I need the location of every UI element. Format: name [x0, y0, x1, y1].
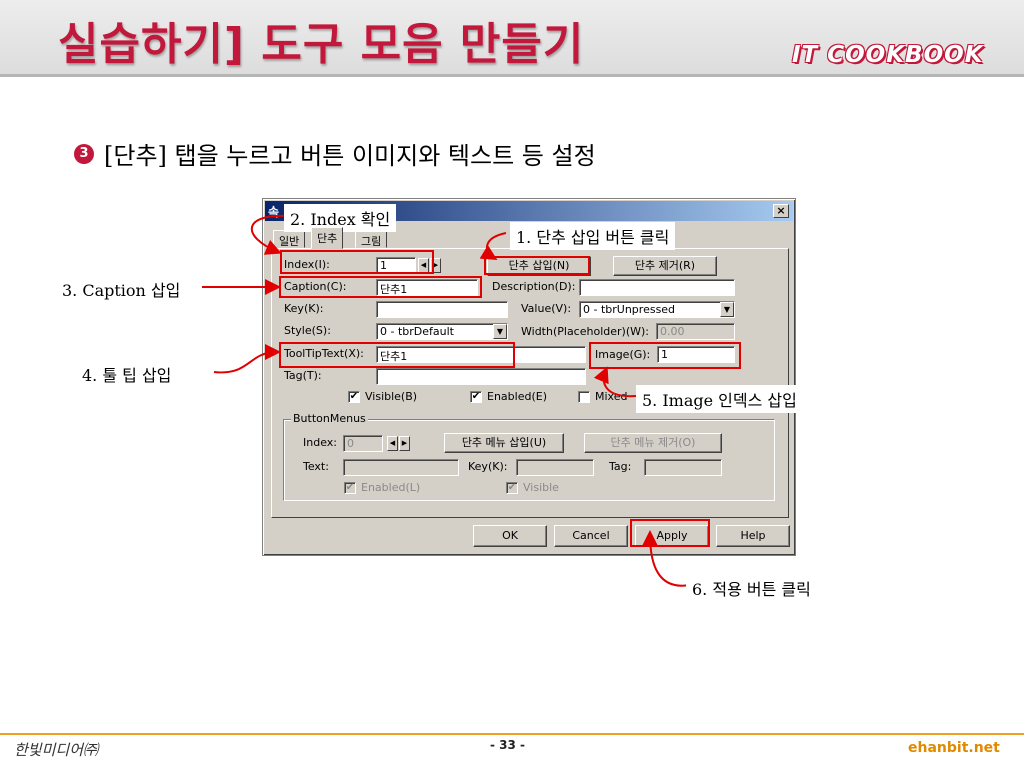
chevron-down-icon[interactable]: ▼ [720, 302, 734, 317]
tab-buttons[interactable]: 단추 [311, 227, 344, 249]
enabled-label: Enabled(E) [487, 390, 547, 403]
menu-enabled-checkbox: ✔ [344, 482, 356, 494]
bullet-text: [단추] 탭을 누르고 버튼 이미지와 텍스트 등 설정 [104, 142, 596, 170]
index-label: Index(I): [284, 258, 330, 271]
caption-label: Caption(C): [284, 280, 347, 293]
menu-spin-right-icon[interactable]: ▶ [399, 436, 410, 451]
highlight-apply-button [630, 519, 710, 547]
remove-button[interactable]: 단추 제거(R) [613, 256, 717, 276]
callout-step1: 1. 단추 삽입 버튼 클릭 [510, 222, 676, 250]
width-field: 0.00 [656, 323, 735, 340]
chevron-down-icon[interactable]: ▼ [493, 324, 507, 339]
button-menus-title: ButtonMenus [291, 412, 368, 425]
slide-title: 실습하기] 도구 모음 만들기 [58, 19, 585, 70]
tag-label: Tag(T): [284, 369, 322, 382]
arrow-step1 [479, 232, 507, 261]
publisher-name: 한빛미디어㈜ [14, 741, 99, 759]
value-select[interactable]: 0 - tbrUnpressed ▼ [579, 301, 735, 318]
menu-visible-label: Visible [523, 481, 559, 494]
mixed-label: Mixed [595, 390, 628, 403]
bullet-line: 3 [단추] 탭을 누르고 버튼 이미지와 텍스트 등 설정 [74, 136, 596, 171]
highlight-image [589, 342, 741, 369]
menu-key-label: Key(K): [468, 460, 508, 473]
tooltip-label: ToolTipText(X): [284, 347, 364, 360]
image-label: Image(G): [595, 348, 651, 361]
style-select-text: 0 - tbrDefault [380, 325, 454, 338]
arrow-step2 [250, 214, 287, 255]
tag-field[interactable] [376, 368, 586, 385]
menu-tag-field [644, 459, 722, 476]
property-pages-dialog: 속 × 일반 단추 그림 Index(I): 1 ◀ ▶ 단추 삽입(N) 단추… [262, 198, 796, 556]
help-button[interactable]: Help [716, 525, 790, 547]
spin-right-icon[interactable]: ▶ [430, 258, 441, 273]
menu-index-label: Index: [303, 436, 337, 449]
caption-field[interactable]: 단추1 [376, 279, 478, 296]
key-field[interactable] [376, 301, 508, 318]
menu-spin-left-icon[interactable]: ◀ [387, 436, 398, 451]
callout-step3: 3. Caption 삽입 [56, 275, 187, 303]
insert-menu-button[interactable]: 단추 메뉴 삽입(U) [444, 433, 564, 453]
menu-text-field [343, 459, 459, 476]
brand-logo: IT COOKBOOK [792, 42, 984, 68]
arrow-step6 [642, 530, 691, 587]
ok-button[interactable]: OK [473, 525, 547, 547]
remove-menu-button: 단추 메뉴 제거(O) [584, 433, 722, 453]
slide-header [0, 0, 1024, 76]
description-field[interactable] [579, 279, 735, 296]
menu-tag-label: Tag: [609, 460, 632, 473]
arrow-step4 [213, 344, 281, 374]
menu-visible-checkbox: ✔ [506, 482, 518, 494]
button-menus-group [283, 419, 775, 501]
callout-step6: 6. 적용 버튼 클릭 [686, 574, 817, 602]
value-select-text: 0 - tbrUnpressed [583, 303, 676, 316]
description-label: Description(D): [492, 280, 576, 293]
tooltip-field[interactable]: 단추1 [376, 346, 586, 363]
key-label: Key(K): [284, 302, 324, 315]
website-link[interactable]: ehanbit.net [908, 740, 1000, 756]
style-label: Style(S): [284, 324, 331, 337]
close-button[interactable]: × [773, 204, 789, 218]
menu-text-label: Text: [303, 460, 329, 473]
mixed-checkbox[interactable] [578, 391, 590, 403]
highlight-insert-button [484, 256, 590, 275]
menu-index-field: 0 [343, 435, 383, 452]
numbered-bullet-icon: 3 [74, 143, 94, 164]
value-label: Value(V): [521, 302, 572, 315]
menu-key-field [516, 459, 594, 476]
image-field[interactable]: 1 [657, 346, 735, 363]
highlight-index [280, 250, 434, 274]
footer-divider [0, 733, 1024, 735]
style-select[interactable]: 0 - tbrDefault ▼ [376, 323, 508, 340]
tab-picture[interactable]: 그림 [355, 230, 388, 248]
header-divider [0, 74, 1024, 77]
index-field[interactable]: 1 [376, 257, 416, 274]
callout-step4: 4. 툴 팁 삽입 [76, 360, 178, 388]
callout-step5: 5. Image 인덱스 삽입 [636, 385, 803, 413]
arrow-step5 [593, 366, 637, 398]
dialog-title: 속 [268, 205, 280, 219]
width-label: Width(Placeholder)(W): [521, 325, 649, 338]
dialog-titlebar[interactable]: 속 × [265, 201, 793, 221]
cancel-button[interactable]: Cancel [554, 525, 628, 547]
page-number: - 33 - [490, 738, 526, 752]
menu-enabled-label: Enabled(L) [361, 481, 421, 494]
visible-checkbox[interactable]: ✔ [348, 391, 360, 403]
enabled-checkbox[interactable]: ✔ [470, 391, 482, 403]
visible-label: Visible(B) [365, 390, 418, 403]
